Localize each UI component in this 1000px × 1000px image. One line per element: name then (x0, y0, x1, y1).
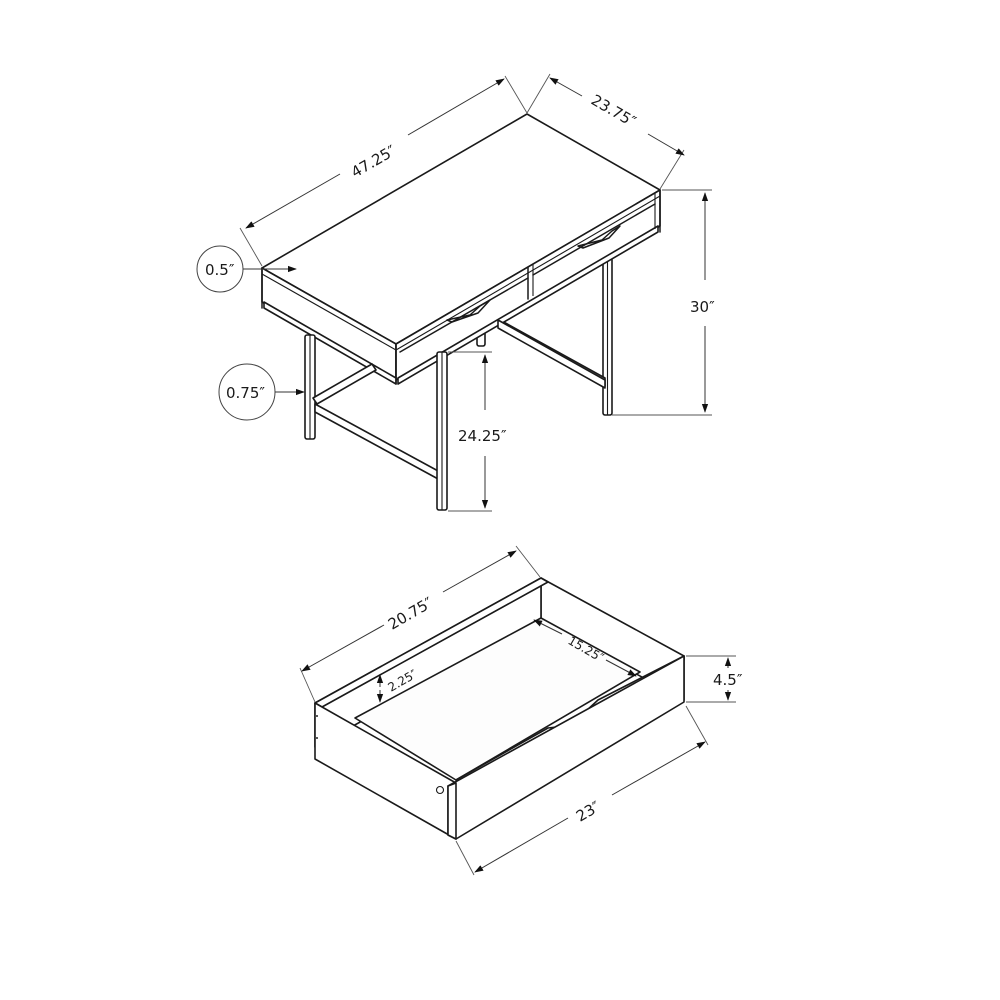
drawer-hole (435, 785, 445, 795)
desk-height-label: 30″ (690, 298, 715, 316)
top-thickness-label: 0.5″ (205, 261, 235, 279)
drawer-front-width-label: 23″ (573, 797, 604, 825)
desk-top (261, 113, 661, 385)
drawer-illustration (314, 577, 685, 840)
leg-thickness-label: 0.75″ (226, 384, 265, 402)
desk-width-label: 47.25″ (348, 141, 399, 181)
drawer-outer-depth-label: 20.75″ (385, 593, 436, 633)
desk-illustration (261, 113, 661, 511)
drawer-front-height-label: 4.5″ (713, 671, 743, 689)
desk-depth-label: 23.75″ (588, 91, 639, 131)
desk-front-legs (304, 319, 606, 511)
desk-clearance-label: 24.25″ (458, 427, 507, 445)
